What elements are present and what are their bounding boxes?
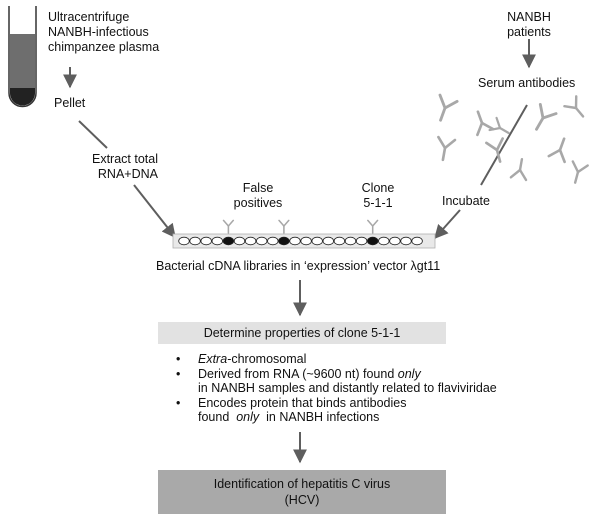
incubate-label: Incubate: [442, 194, 490, 208]
property-antibody-binding: Encodes protein that binds antibodiesfou…: [176, 396, 506, 425]
antibody-icon: [488, 116, 510, 135]
clone-label-line2: 5-1-1: [363, 196, 393, 210]
arrow-pellet-to-extract: [78, 120, 108, 149]
colony: [322, 236, 335, 246]
property-extrachromosomal: Extra-chromosomal: [176, 352, 506, 367]
result-line1: Identification of hepatitis C virus: [213, 477, 391, 491]
bound-antibody-icon: [367, 219, 379, 234]
colony: [378, 236, 390, 246]
colony: [289, 236, 301, 246]
antibody-icon: [547, 137, 566, 164]
antibody-icon: [571, 160, 589, 184]
colony: [256, 236, 268, 246]
positive-colony: [278, 236, 290, 246]
antibody-icon: [535, 103, 558, 131]
antibody-icon: [563, 95, 585, 118]
properties-title: Determine properties of clone 5-1-1: [203, 326, 401, 340]
arrow-incubate-to-library: [434, 209, 461, 240]
colony: [233, 236, 246, 246]
arrow-extract-to-library: [133, 184, 176, 239]
colony: [344, 236, 357, 246]
colony: [300, 236, 312, 246]
colony-row: [178, 236, 423, 246]
result-box: Identification of hepatitis C virus (HCV…: [158, 470, 446, 514]
colony: [311, 236, 323, 246]
colony: [267, 236, 279, 246]
tube-label-line2: NANBH-infectious: [48, 25, 149, 39]
properties-header-box: Determine properties of clone 5-1-1: [158, 322, 446, 344]
false-positives-line1: False: [242, 181, 274, 195]
patients-label-line1: NANBH: [507, 10, 551, 24]
colony: [189, 236, 201, 246]
colony: [400, 236, 412, 246]
colony: [211, 236, 224, 246]
library-caption: Bacterial cDNA libraries in ‘expression’…: [156, 259, 441, 273]
extract-label-line1: Extract total: [92, 152, 158, 166]
colony: [333, 236, 346, 246]
colony: [389, 236, 401, 246]
tube-label-line1: Ultracentrifuge: [48, 10, 130, 24]
colony: [244, 236, 257, 246]
antibody-icon: [438, 93, 459, 122]
false-positives-line2: positives: [233, 196, 283, 210]
positive-colony: [367, 236, 379, 246]
antibody-icon: [485, 137, 504, 163]
test-tube-icon: [8, 6, 37, 108]
properties-list: Extra-chromosomal Derived from RNA (~960…: [176, 352, 506, 425]
clone-label-line1: Clone: [361, 181, 395, 195]
colony: [355, 236, 368, 246]
bound-antibody-icon: [278, 219, 290, 234]
pellet-label: Pellet: [54, 96, 86, 110]
property-rna-origin: Derived from RNA (~9600 nt) found onlyin…: [176, 367, 506, 396]
antibody-icon: [476, 110, 495, 137]
colony: [411, 236, 423, 246]
bound-antibody-icon: [222, 219, 235, 234]
antibody-icon: [509, 157, 528, 182]
serum-antibody-icons: [437, 93, 589, 184]
serum-antibodies-label: Serum antibodies: [478, 76, 576, 90]
colony: [200, 236, 212, 246]
tube-label-line3: chimpanzee plasma: [48, 40, 160, 54]
patients-label-line2: patients: [507, 25, 551, 39]
antibody-icon: [437, 135, 457, 162]
extract-label-line2: RNA+DNA: [97, 167, 158, 181]
arrow-serum-to-incubate: [480, 104, 528, 186]
positive-colony: [222, 236, 235, 246]
result-line2: (HCV): [284, 493, 320, 507]
bound-antibodies: [222, 219, 379, 234]
colony: [178, 236, 190, 246]
